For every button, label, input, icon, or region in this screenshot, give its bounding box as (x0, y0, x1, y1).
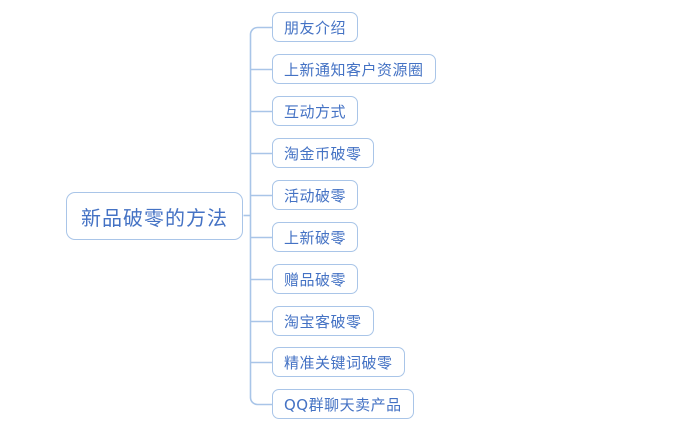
branch-node-label: 朋友介绍 (284, 18, 347, 37)
branch-node-4[interactable]: 淘金币破零 (272, 138, 374, 168)
branch-node-9[interactable]: 精准关键词破零 (272, 347, 405, 377)
branch-node-label: 上新通知客户资源圈 (284, 60, 424, 79)
branch-node-6[interactable]: 上新破零 (272, 222, 359, 252)
root-node-label: 新品破零的方法 (81, 205, 228, 230)
connector-elbow-1 (249, 26, 272, 35)
branch-node-10[interactable]: QQ群聊天卖产品 (272, 389, 414, 419)
branch-node-label: QQ群聊天卖产品 (284, 395, 402, 414)
branch-node-5[interactable]: 活动破零 (272, 180, 359, 210)
branch-node-3[interactable]: 互动方式 (272, 96, 359, 126)
branch-node-7[interactable]: 赠品破零 (272, 264, 359, 294)
branch-node-label: 赠品破零 (284, 270, 347, 289)
branch-node-label: 活动破零 (284, 186, 347, 205)
branch-node-2[interactable]: 上新通知客户资源圈 (272, 54, 436, 84)
branch-node-1[interactable]: 朋友介绍 (272, 12, 359, 42)
branch-node-8[interactable]: 淘宝客破零 (272, 306, 374, 336)
branch-node-label: 淘金币破零 (284, 144, 362, 163)
branch-node-label: 淘宝客破零 (284, 312, 362, 331)
branch-node-label: 上新破零 (284, 228, 347, 247)
branch-node-label: 精准关键词破零 (284, 353, 393, 372)
branch-node-label: 互动方式 (284, 102, 347, 121)
connector-elbow-10 (249, 397, 272, 406)
root-node[interactable]: 新品破零的方法 (66, 192, 243, 240)
